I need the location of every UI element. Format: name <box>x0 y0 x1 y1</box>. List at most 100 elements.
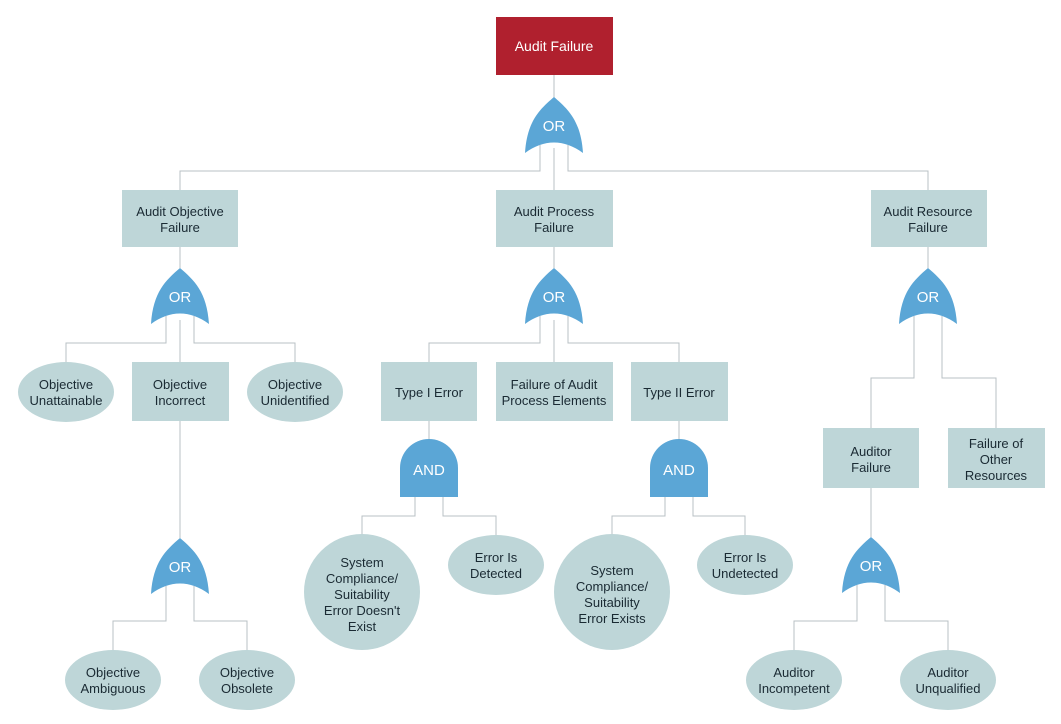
gate-label: OR <box>860 558 883 575</box>
gate-label: OR <box>543 289 566 306</box>
gate-label: OR <box>169 559 192 576</box>
top-event-label: Audit Failure <box>515 38 594 54</box>
label-line: Error Exists <box>578 611 646 626</box>
label-line: Objective <box>86 665 140 680</box>
label-line: Type I Error <box>395 385 464 400</box>
label-line: Failure of Audit <box>511 377 598 392</box>
or-gate-objective[interactable]: OR <box>151 268 209 324</box>
gate-label: AND <box>663 462 695 479</box>
or-gate-resource[interactable]: OR <box>899 268 957 324</box>
top-event-audit-failure[interactable]: Audit Failure <box>496 17 613 75</box>
oval-objective-obsolete[interactable] <box>199 650 295 710</box>
label-line: Suitability <box>334 587 390 602</box>
oval-error-undetected[interactable] <box>697 535 793 595</box>
label-line: Detected <box>470 566 522 581</box>
label-line: System <box>340 555 383 570</box>
oval-auditor-incompetent[interactable] <box>746 650 842 710</box>
label-line: Error Is <box>475 550 518 565</box>
label-line: Failure <box>534 220 574 235</box>
event-nodes <box>18 190 1045 710</box>
label-line: Audit Process <box>514 204 595 219</box>
label-line: Unqualified <box>915 681 980 696</box>
label-line: Suitability <box>584 595 640 610</box>
label-line: Exist <box>348 619 377 634</box>
connectors <box>65 75 997 650</box>
circle-compliance-error-exists[interactable] <box>554 534 670 650</box>
box-type2-error[interactable] <box>631 362 728 421</box>
label-line: Objective <box>268 377 322 392</box>
label-line: Objective <box>220 665 274 680</box>
label-line: Ambiguous <box>80 681 146 696</box>
oval-error-detected[interactable] <box>448 535 544 595</box>
oval-objective-unidentified[interactable] <box>247 362 343 422</box>
label-line: Type II Error <box>643 385 715 400</box>
box-process-elements-failure[interactable] <box>496 362 613 421</box>
label-line: Auditor <box>773 665 815 680</box>
label-line: Failure <box>160 220 200 235</box>
label-type2-error: Type II Error <box>643 385 715 400</box>
label-line: Audit Resource <box>884 204 973 219</box>
label-line: System <box>590 563 633 578</box>
oval-auditor-unqualified[interactable] <box>900 650 996 710</box>
label-line: Objective <box>39 377 93 392</box>
gate-label: OR <box>543 118 566 135</box>
label-line: Error Is <box>724 550 767 565</box>
label-line: Undetected <box>712 566 779 581</box>
box-objective-failure[interactable] <box>122 190 238 247</box>
label-line: Failure <box>851 460 891 475</box>
label-type1-error: Type I Error <box>395 385 464 400</box>
gate-label: OR <box>169 289 192 306</box>
box-type1-error[interactable] <box>381 362 477 421</box>
box-objective-incorrect[interactable] <box>132 362 229 421</box>
label-line: Auditor <box>850 444 892 459</box>
label-line: Unattainable <box>30 393 103 408</box>
box-process-failure[interactable] <box>496 190 613 247</box>
and-gate-type2[interactable]: AND <box>650 439 708 497</box>
label-line: Compliance/ <box>576 579 649 594</box>
gate-label: AND <box>413 462 445 479</box>
box-auditor-failure[interactable] <box>823 428 919 488</box>
oval-objective-unattainable[interactable] <box>18 362 114 422</box>
label-line: Failure <box>908 220 948 235</box>
box-other-resources-failure[interactable] <box>948 428 1045 488</box>
label-line: Incorrect <box>155 393 206 408</box>
label-line: Compliance/ <box>326 571 399 586</box>
label-line: Audit Objective <box>136 204 223 219</box>
or-gate-process[interactable]: OR <box>525 268 583 324</box>
label-line: Objective <box>153 377 207 392</box>
and-gate-type1[interactable]: AND <box>400 439 458 497</box>
label-line: Auditor <box>927 665 969 680</box>
or-gate-incorrect[interactable]: OR <box>151 538 209 594</box>
or-gate-top[interactable]: OR <box>525 97 583 153</box>
circle-compliance-error-not-exist[interactable] <box>304 534 420 650</box>
box-resource-failure[interactable] <box>871 190 987 247</box>
label-line: Other <box>980 452 1013 467</box>
gate-label: OR <box>917 289 940 306</box>
oval-objective-ambiguous[interactable] <box>65 650 161 710</box>
label-line: Unidentified <box>261 393 330 408</box>
or-gate-auditor[interactable]: OR <box>842 537 900 593</box>
label-line: Failure of <box>969 436 1024 451</box>
label-line: Resources <box>965 468 1028 483</box>
label-line: Process Elements <box>502 393 607 408</box>
label-line: Incompetent <box>758 681 830 696</box>
label-line: Error Doesn't <box>324 603 401 618</box>
